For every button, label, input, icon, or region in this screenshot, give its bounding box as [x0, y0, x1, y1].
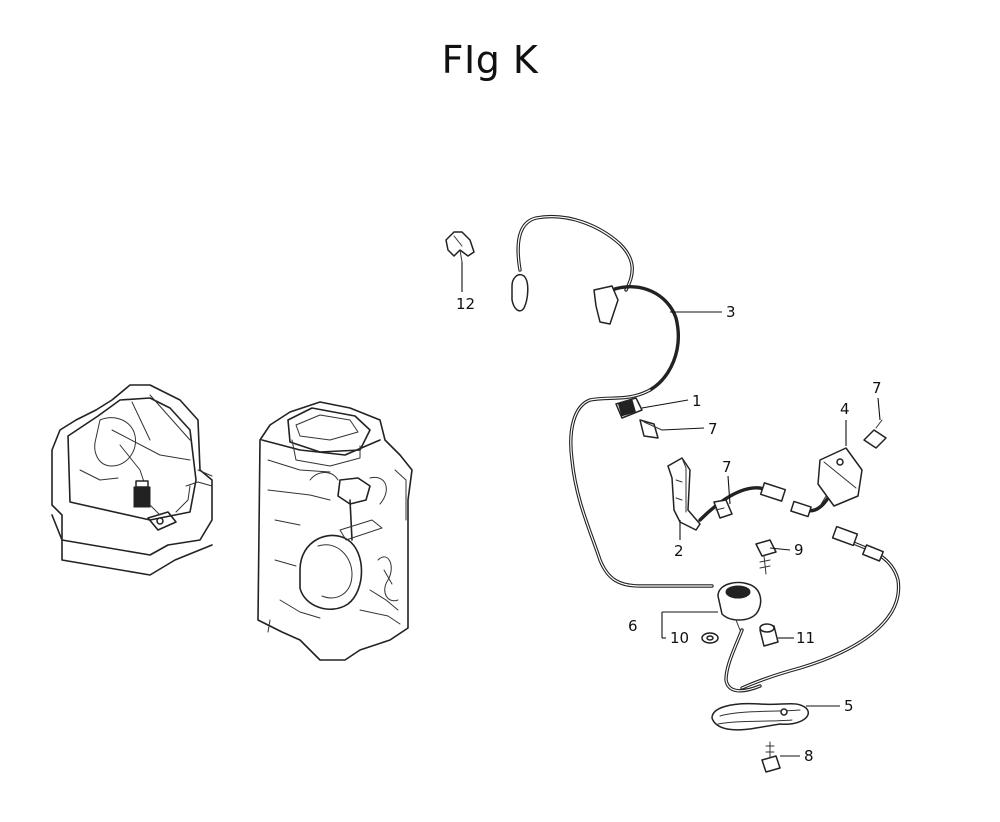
part-12-clip: [445, 231, 475, 263]
callout-4: 4: [840, 400, 850, 418]
callout-5: 5: [844, 697, 854, 715]
callout-7-b: 7: [722, 458, 732, 476]
part-4-module: [817, 447, 863, 507]
callout-11: 11: [796, 629, 815, 647]
part-11-collar: [759, 623, 779, 647]
part-5-cover: [711, 702, 809, 731]
engine-side-view-illustration: [51, 384, 213, 576]
part-10-washer: [701, 632, 719, 644]
callout-12: 12: [456, 295, 475, 313]
part-3-wire-harness: [511, 214, 901, 690]
callout-8: 8: [804, 747, 814, 765]
callout-7-a: 7: [708, 420, 718, 438]
leader-lines: [461, 262, 881, 757]
part-8-bolt: [761, 741, 781, 773]
part-6-sensor: [717, 581, 762, 693]
engine-front-view-illustration: [257, 401, 413, 661]
part-1-nut-clip: [615, 397, 643, 419]
part-9-bolt: [755, 539, 777, 575]
callout-7-c: 7: [872, 379, 882, 397]
part-7-bolt-a: [639, 419, 663, 439]
callout-10: 10: [670, 629, 689, 647]
callout-6: 6: [628, 617, 638, 635]
callout-1: 1: [692, 392, 702, 410]
part-7-bolt-b: [713, 499, 733, 519]
callout-3: 3: [726, 303, 736, 321]
figure-title: FIg K: [441, 38, 539, 82]
part-7-bolt-c: [863, 419, 887, 449]
part-2-bracket: [667, 457, 701, 531]
callout-2: 2: [674, 542, 684, 560]
callout-9: 9: [794, 541, 804, 559]
